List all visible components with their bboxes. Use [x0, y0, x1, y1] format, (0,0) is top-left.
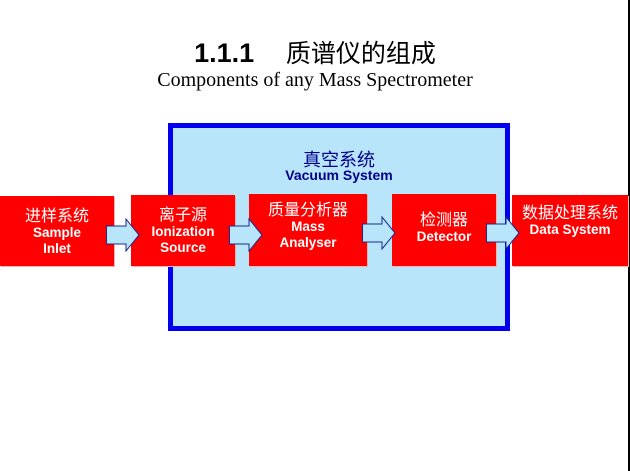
component-label-en2: Inlet: [43, 241, 71, 256]
vacuum-system-label-en: Vacuum System: [285, 167, 393, 183]
flow-arrow-3: [362, 216, 396, 250]
component-label-en2: Analyser: [279, 235, 337, 250]
slide-edge-line: [628, 0, 630, 471]
component-label-en: Mass: [291, 219, 325, 234]
component-label-zh: 进样系统: [24, 206, 89, 225]
component-label-zh: 质量分析器: [267, 200, 348, 219]
flow-arrow-4: [486, 216, 520, 250]
component-label-zh: 数据处理系统: [521, 203, 618, 222]
title-number: 1.1.1: [194, 38, 255, 68]
vacuum-system-label-zh: 真空系统: [303, 150, 375, 171]
component-label-zh: 离子源: [158, 205, 207, 224]
flow-arrow-2: [229, 218, 263, 252]
component-label-en: Ionization: [151, 224, 215, 239]
component-label-en2: Source: [160, 240, 206, 255]
component-ionization-source: 离子源 Ionization Source: [131, 195, 235, 266]
component-data-system: 数据处理系统 Data System: [512, 195, 628, 266]
component-label-en: Data System: [529, 222, 611, 237]
slide-subtitle: Components of any Mass Spectrometer: [157, 69, 473, 91]
slide-title: 1.1.1 质谱仪的组成: [0, 34, 630, 70]
flow-arrow-1: [106, 218, 140, 252]
component-mass-analyser: 质量分析器 Mass Analyser: [249, 194, 367, 266]
component-detector: 检测器 Detector: [392, 194, 496, 266]
component-sample-inlet: 进样系统 Sample Inlet: [0, 196, 114, 266]
component-label-en: Detector: [416, 229, 472, 244]
component-label-zh: 检测器: [419, 210, 468, 229]
component-label-en: Sample: [32, 225, 82, 240]
title-text: 质谱仪的组成: [285, 39, 436, 68]
